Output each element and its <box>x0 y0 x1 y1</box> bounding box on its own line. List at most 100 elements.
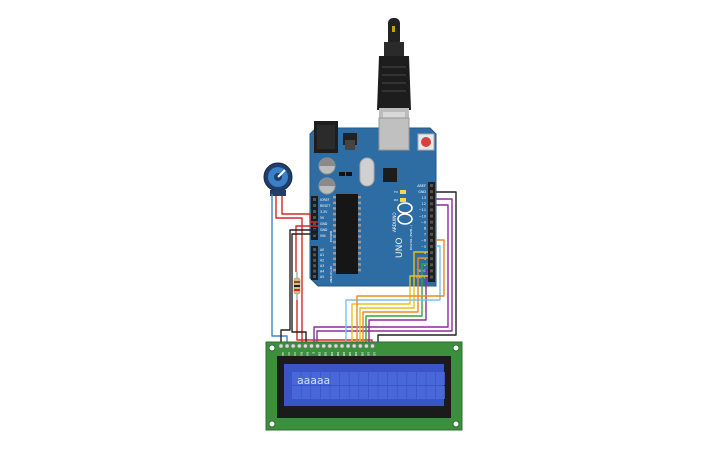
lcd-cell <box>388 372 397 385</box>
arduino-logo: ARDUINO <box>392 202 413 232</box>
tx-label: TX <box>393 190 398 194</box>
wire-pot-wiper[interactable] <box>275 196 303 346</box>
digital-pin[interactable] <box>430 245 433 248</box>
wire-pin12-rs[interactable] <box>377 191 457 346</box>
lcd-cell <box>378 386 388 399</box>
lcd-pin-label: E <box>312 352 316 354</box>
lcd-pin[interactable] <box>278 343 284 349</box>
chip-pin <box>333 229 336 233</box>
wire-pot-vcc[interactable] <box>271 194 288 346</box>
chip-pin <box>333 224 336 227</box>
lcd-cell <box>407 372 416 385</box>
power-pin[interactable] <box>313 210 316 213</box>
digital-pin[interactable] <box>430 196 433 200</box>
digital-pin[interactable] <box>430 208 433 212</box>
analog-pin-label: A5 <box>320 275 324 279</box>
power-pin-label: 5V <box>320 216 325 220</box>
wire-pin4-db5[interactable] <box>362 257 428 346</box>
chip-pin <box>358 263 361 266</box>
chip-pin <box>333 240 336 244</box>
wire-pin10[interactable] <box>313 204 449 346</box>
power-pin[interactable] <box>313 222 316 225</box>
wire-lightblue[interactable] <box>345 245 441 346</box>
lcd-pin[interactable] <box>284 343 290 349</box>
wire-resistor-led[interactable] <box>296 300 373 346</box>
lcd-pin[interactable] <box>290 343 296 349</box>
wire-gnd-1[interactable] <box>280 229 318 346</box>
wire-pin11-e[interactable] <box>316 198 453 346</box>
lcd-pin[interactable] <box>327 343 333 349</box>
lcd-pin[interactable] <box>358 343 363 349</box>
digital-pin-label: ~3 <box>421 257 426 261</box>
chip-pin <box>358 229 361 233</box>
analog-pin-label: A1 <box>320 253 324 257</box>
digital-pin[interactable] <box>430 275 433 279</box>
digital-pin[interactable] <box>430 220 433 224</box>
usb-port <box>378 117 410 151</box>
wire-pot-gnd[interactable] <box>281 196 318 223</box>
digital-pin[interactable] <box>430 214 433 218</box>
wire-pin2-db7[interactable] <box>368 269 428 346</box>
analog-header[interactable] <box>311 246 318 280</box>
wire-orange-2[interactable] <box>356 239 445 346</box>
chip-pin <box>358 268 361 272</box>
analog-pin-label: A2 <box>320 259 324 263</box>
arduino-uno-board[interactable]: TX RX ARDUINO UNO IOREFRESET3.3V5VGNDGND… <box>309 117 437 287</box>
digital-pin[interactable] <box>430 257 433 261</box>
power-pin[interactable] <box>313 234 316 237</box>
lcd-pin[interactable] <box>345 343 351 349</box>
chip-pin <box>333 196 336 199</box>
wire-yellow-2[interactable] <box>351 275 428 346</box>
lcd-pin[interactable] <box>339 343 345 349</box>
lcd-cell <box>359 386 368 399</box>
lcd-pin[interactable] <box>364 343 369 349</box>
wire-pin3-db6[interactable] <box>365 263 428 346</box>
analog-pin[interactable] <box>313 275 316 278</box>
wire-5v[interactable] <box>295 225 318 272</box>
chip-pin <box>333 218 336 221</box>
digital-pin-label: ~6 <box>421 239 426 243</box>
digital-pin[interactable] <box>430 269 433 273</box>
lcd-pin[interactable] <box>309 343 314 349</box>
chip-pin <box>333 257 336 261</box>
digital-pin[interactable] <box>430 226 433 230</box>
power-pin[interactable] <box>313 198 316 201</box>
digital-pin-label: ~11 <box>419 208 426 212</box>
lcd-cell <box>340 386 349 399</box>
chip-pin <box>333 252 336 255</box>
digital-header[interactable] <box>428 182 435 282</box>
lcd-pin[interactable] <box>370 343 375 349</box>
lcd-pin[interactable] <box>315 343 320 349</box>
digital-pin[interactable] <box>430 251 433 255</box>
lcd-pin-label: DB0 <box>318 352 322 358</box>
digital-pin[interactable] <box>430 232 433 236</box>
lcd-pin[interactable] <box>321 343 326 349</box>
lcd-pin[interactable] <box>297 343 302 349</box>
lcd-pin[interactable] <box>333 343 339 349</box>
analog-pin[interactable] <box>313 258 316 262</box>
potentiometer[interactable] <box>263 162 293 196</box>
lcd-pin[interactable] <box>351 343 357 349</box>
digital-pin[interactable] <box>430 190 433 194</box>
power-pin[interactable] <box>313 216 316 219</box>
lcd-cell <box>368 386 378 399</box>
resistor[interactable] <box>293 272 301 300</box>
power-pin[interactable] <box>313 204 316 207</box>
lcd-cell <box>407 386 416 399</box>
analog-pin[interactable] <box>313 264 316 268</box>
wire-pin5-db4[interactable] <box>359 251 428 346</box>
digital-pin[interactable] <box>430 202 433 206</box>
analog-pin[interactable] <box>313 253 316 257</box>
analog-pin[interactable] <box>313 248 316 251</box>
chip-pin <box>333 207 336 210</box>
analog-pin[interactable] <box>313 269 316 273</box>
digital-pin[interactable] <box>430 263 433 267</box>
wire-gnd-2[interactable] <box>291 233 318 346</box>
digital-pin[interactable] <box>430 238 433 242</box>
reset-button[interactable] <box>417 133 435 151</box>
analog-pin-label: A3 <box>320 264 324 268</box>
lcd-pin[interactable] <box>303 343 308 349</box>
digital-pin[interactable] <box>430 184 433 187</box>
